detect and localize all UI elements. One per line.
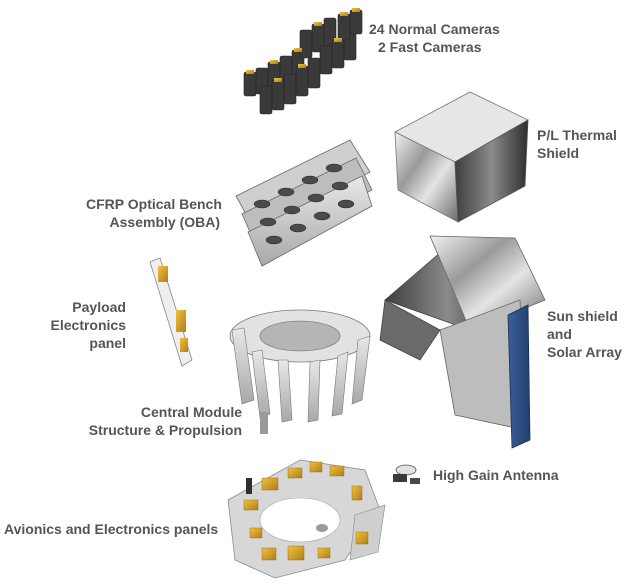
label-sunshield-line1: Sun shield	[547, 308, 618, 324]
thermal-shield	[394, 91, 529, 223]
label-sun-shield: Sun shield and Solar Array	[547, 307, 622, 361]
optical-bench	[235, 139, 373, 267]
label-thermal-line2: Shield	[537, 145, 580, 161]
label-central-line2: Structure & Propulsion	[88, 422, 242, 438]
label-sunshield-line3: Solar Array	[547, 344, 622, 360]
label-payload-line2: Electronics	[50, 317, 126, 333]
cameras-cluster	[243, 8, 363, 115]
label-optical-bench: CFRP Optical Bench Assembly (OBA)	[86, 195, 222, 231]
label-central-line1: Central Module	[140, 404, 242, 420]
label-oba-line2: Assembly (OBA)	[109, 214, 220, 230]
label-thermal-line1: P/L Thermal	[537, 127, 617, 143]
label-avionics-panels: Avionics and Electronics panels	[4, 521, 219, 537]
high-gain-antenna	[393, 464, 420, 484]
label-sunshield-line2: and	[547, 326, 572, 342]
label-high-gain-antenna: High Gain Antenna	[433, 467, 559, 483]
payload-electronics-panel	[149, 257, 193, 367]
label-central-module: Central Module Structure & Propulsion	[88, 403, 242, 439]
label-oba-line1: CFRP Optical Bench	[86, 196, 222, 212]
avionics-ring	[227, 459, 386, 579]
label-cameras: 24 Normal Cameras 2 Fast Cameras	[369, 20, 500, 56]
label-cameras-line2: 2 Fast Cameras	[378, 39, 482, 55]
label-cameras-line1: 24 Normal Cameras	[369, 21, 500, 37]
sun-shield-solar-array	[379, 235, 546, 449]
label-payload-electronics: Payload Electronics panel	[46, 298, 126, 352]
label-payload-line1: Payload	[72, 299, 126, 315]
central-module	[229, 309, 371, 434]
label-thermal-shield: P/L Thermal Shield	[537, 126, 617, 162]
label-payload-line3: panel	[89, 335, 126, 351]
